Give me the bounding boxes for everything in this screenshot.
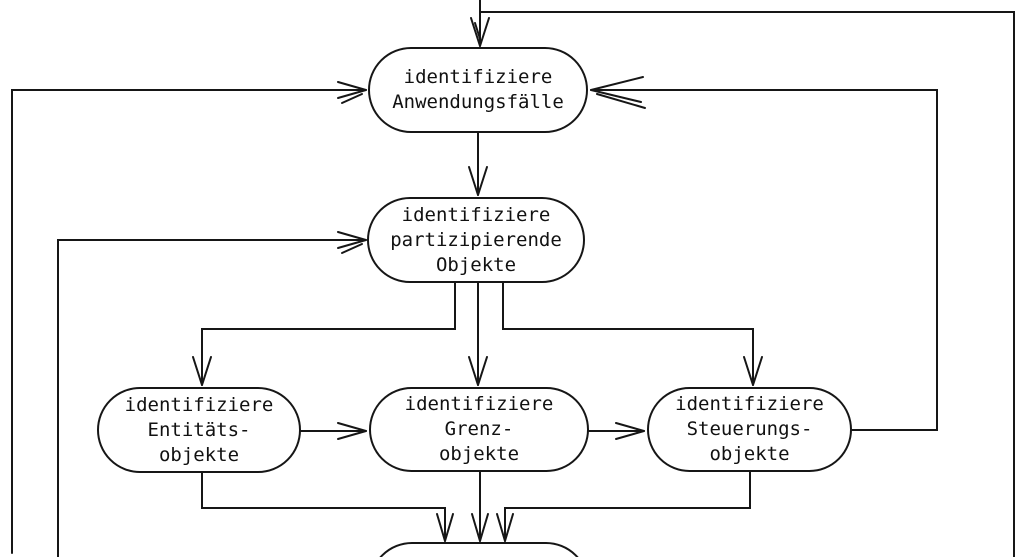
edge-entity-to-bottom <box>201 472 454 542</box>
node-use-cases-label: identifiziere Anwendungsfälle <box>392 66 564 113</box>
node-participating-objects-label: identifiziere partizipierende Objekte <box>390 203 562 276</box>
edge-feedback-left-inner <box>57 231 367 557</box>
edge-participating-to-boundary <box>468 282 488 386</box>
node-entity-objects: identifiziere Entitäts- objekte <box>97 387 301 473</box>
node-bottom-partial <box>369 542 589 557</box>
node-control-objects-label: identifiziere Steuerungs- objekte <box>675 393 824 465</box>
edge-participating-to-entity <box>192 282 456 386</box>
node-entity-objects-label: identifiziere Entitäts- objekte <box>124 393 274 466</box>
edge-entry-top <box>470 0 490 47</box>
edge-entity-to-boundary <box>300 422 367 440</box>
edge-boundary-to-bottom <box>471 471 489 542</box>
node-use-cases: identifiziere Anwendungsfälle <box>368 47 588 133</box>
edge-control-to-bottom <box>496 471 751 542</box>
node-participating-objects: identifiziere partizipierende Objekte <box>367 197 585 283</box>
edge-feedback-right-outer <box>479 11 1015 557</box>
edge-control-to-use-cases <box>590 76 938 431</box>
edge-participating-to-control <box>502 282 763 386</box>
node-boundary-objects-label: identifiziere Grenz- objekte <box>404 393 554 465</box>
node-boundary-objects: identifiziere Grenz- objekte <box>369 387 589 472</box>
edge-boundary-to-control <box>588 422 645 440</box>
edge-feedback-left-outer <box>11 81 367 554</box>
edge-use-cases-to-participating <box>468 132 488 196</box>
node-control-objects: identifiziere Steuerungs- objekte <box>647 387 852 472</box>
